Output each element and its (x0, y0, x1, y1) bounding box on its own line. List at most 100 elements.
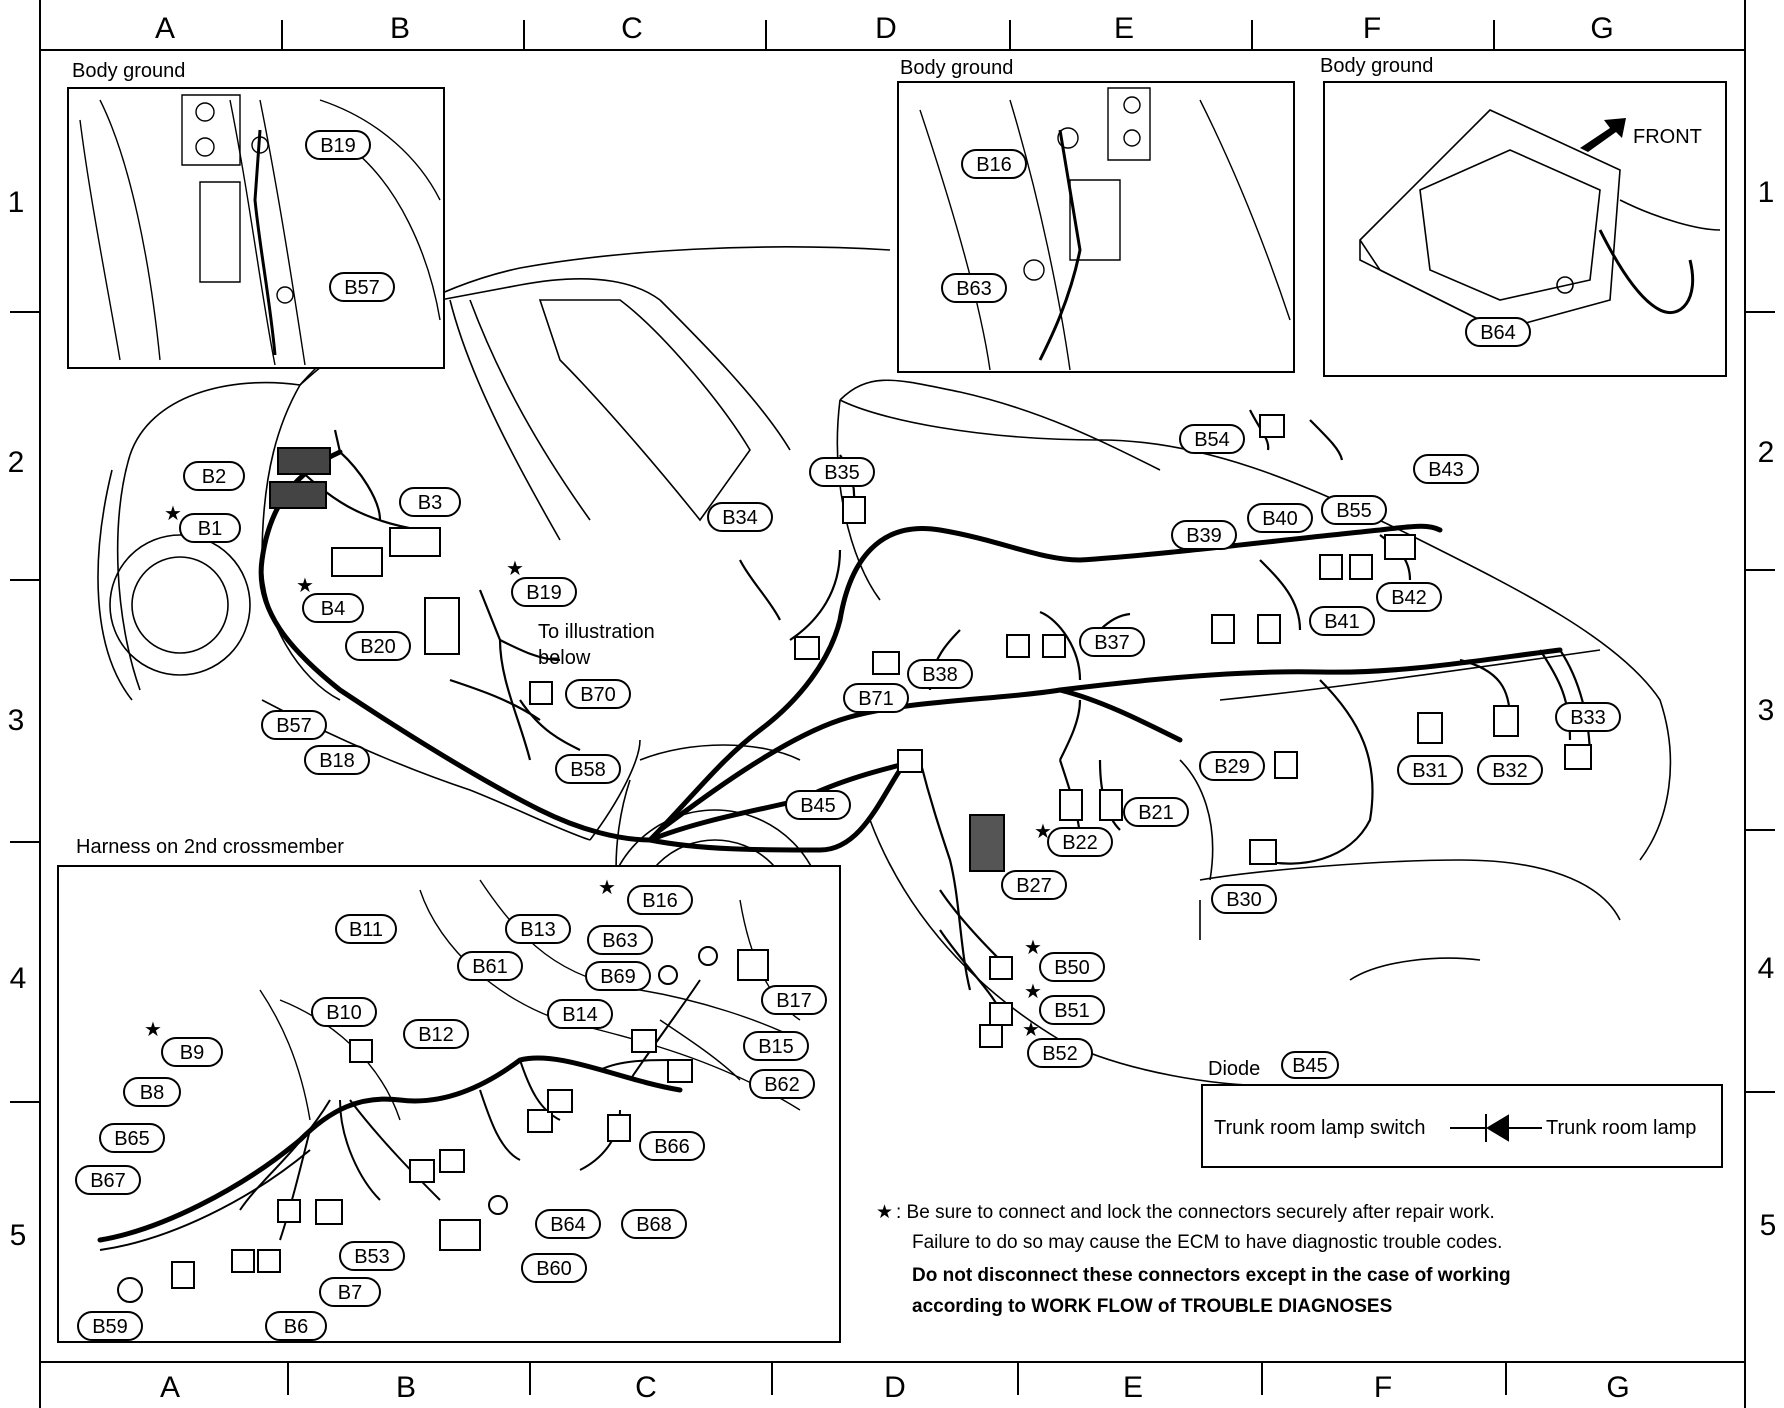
inset-left-title: Body ground (72, 60, 185, 82)
annotation-line-1: To illustration (538, 621, 655, 643)
star-icon: ★ (1024, 981, 1042, 1003)
connector-label: B65 (99, 1123, 165, 1153)
star-icon: ★ (144, 1019, 162, 1041)
svg-text:B32: B32 (1492, 760, 1528, 782)
svg-text:B45: B45 (800, 795, 836, 817)
star-icon: ★ (1022, 1019, 1040, 1041)
svg-text:B35: B35 (824, 462, 860, 484)
grid-col-bottom-b: B (396, 1371, 416, 1404)
svg-text:B13: B13 (520, 919, 556, 941)
svg-text:B69: B69 (600, 966, 636, 988)
connector-label: B29 (1199, 751, 1265, 781)
svg-text:B65: B65 (114, 1128, 150, 1150)
svg-text:B6: B6 (284, 1316, 308, 1338)
grid-column-labels: A B C D E F G A B C D E F G (155, 12, 1630, 1404)
grid-col-bottom-e: E (1123, 1371, 1143, 1404)
connector-label: B12 (403, 1019, 469, 1049)
diode-right-text: Trunk room lamp (1546, 1117, 1696, 1139)
note-line-3: Do not disconnect these connectors excep… (912, 1265, 1511, 1286)
connector-label: B16 (627, 885, 693, 915)
svg-text:B57: B57 (344, 277, 380, 299)
connector-label: B38 (907, 659, 973, 689)
svg-text:B63: B63 (956, 278, 992, 300)
diode-connector-label: B45 (1292, 1055, 1328, 1077)
svg-text:B59: B59 (92, 1316, 128, 1338)
repair-note: ★ : Be sure to connect and lock the conn… (876, 1202, 1511, 1317)
grid-col-top-b: B (390, 12, 410, 45)
svg-text:B58: B58 (570, 759, 606, 781)
grid-row-left-1: 1 (8, 186, 25, 219)
connector-label: B71 (843, 683, 909, 713)
grid-col-top-g: G (1590, 12, 1613, 45)
svg-text:B2: B2 (202, 466, 226, 488)
grid-row-right-3: 3 (1758, 694, 1775, 727)
connector-label: B64 (1465, 317, 1531, 347)
connector-label: B64 (535, 1209, 601, 1239)
connector-label: B35 (809, 457, 875, 487)
svg-text:B55: B55 (1336, 500, 1372, 522)
grid-col-top-f: F (1363, 12, 1381, 45)
connector-label: B14 (547, 999, 613, 1029)
diode-symbol-icon (1450, 1114, 1542, 1142)
inset-mid-title: Body ground (900, 57, 1013, 79)
note-line-1: : Be sure to connect and lock the connec… (896, 1202, 1495, 1223)
connector-label: B18 (304, 745, 370, 775)
svg-text:B43: B43 (1428, 459, 1464, 481)
svg-text:B9: B9 (180, 1042, 204, 1064)
annotation-line-2: below (538, 647, 591, 669)
connector-label: B17 (761, 985, 827, 1015)
svg-text:B10: B10 (326, 1002, 362, 1024)
grid-row-right-5: 5 (1760, 1209, 1777, 1242)
connector-label: B20 (345, 631, 411, 661)
svg-text:B42: B42 (1391, 587, 1427, 609)
connector-label: B15 (743, 1031, 809, 1061)
connector-label: B37 (1079, 627, 1145, 657)
svg-text:B70: B70 (580, 684, 616, 706)
svg-text:B20: B20 (360, 636, 396, 658)
star-icon: ★ (296, 575, 314, 597)
svg-text:B64: B64 (550, 1214, 586, 1236)
connector-label: B33 (1555, 702, 1621, 732)
svg-text:B53: B53 (354, 1246, 390, 1268)
connector-label: B32 (1477, 755, 1543, 785)
diode-title: Diode (1208, 1058, 1260, 1080)
connector-label: B42 (1376, 582, 1442, 612)
connector-label: B45 (785, 790, 851, 820)
grid-col-bottom-c: C (635, 1371, 657, 1404)
svg-text:B33: B33 (1570, 707, 1606, 729)
svg-text:B64: B64 (1480, 322, 1516, 344)
svg-text:B37: B37 (1094, 632, 1130, 654)
svg-text:B22: B22 (1062, 832, 1098, 854)
connector-label: B9 (161, 1037, 223, 1067)
grid-row-left-2: 2 (8, 446, 25, 479)
connector-label: B39 (1171, 520, 1237, 550)
grid-row-left-4: 4 (10, 962, 27, 995)
star-icon: ★ (1024, 937, 1042, 959)
svg-text:B34: B34 (722, 507, 758, 529)
svg-text:B57: B57 (276, 715, 312, 737)
svg-text:B66: B66 (654, 1136, 690, 1158)
connector-label: B59 (77, 1311, 143, 1341)
svg-text:B3: B3 (418, 492, 442, 514)
connector-label: B27 (1001, 870, 1067, 900)
svg-text:B68: B68 (636, 1214, 672, 1236)
note-line-2: Failure to do so may cause the ECM to ha… (912, 1232, 1502, 1253)
svg-text:B16: B16 (976, 154, 1012, 176)
svg-text:B19: B19 (526, 582, 562, 604)
connector-label: B21 (1123, 797, 1189, 827)
svg-text:B51: B51 (1054, 1000, 1090, 1022)
main-connectors (269, 414, 1592, 1048)
svg-text:B17: B17 (776, 990, 812, 1012)
main-harness (258, 449, 1563, 853)
svg-text:B12: B12 (418, 1024, 454, 1046)
grid-col-bottom-a: A (160, 1371, 180, 1404)
connector-label: B19 (511, 577, 577, 607)
svg-text:B16: B16 (642, 890, 678, 912)
connector-label: B58 (555, 754, 621, 784)
front-label: FRONT (1633, 126, 1702, 148)
connector-label: B43 (1413, 454, 1479, 484)
grid-col-bottom-f: F (1374, 1371, 1392, 1404)
svg-text:B31: B31 (1412, 760, 1448, 782)
svg-text:B21: B21 (1138, 802, 1174, 824)
